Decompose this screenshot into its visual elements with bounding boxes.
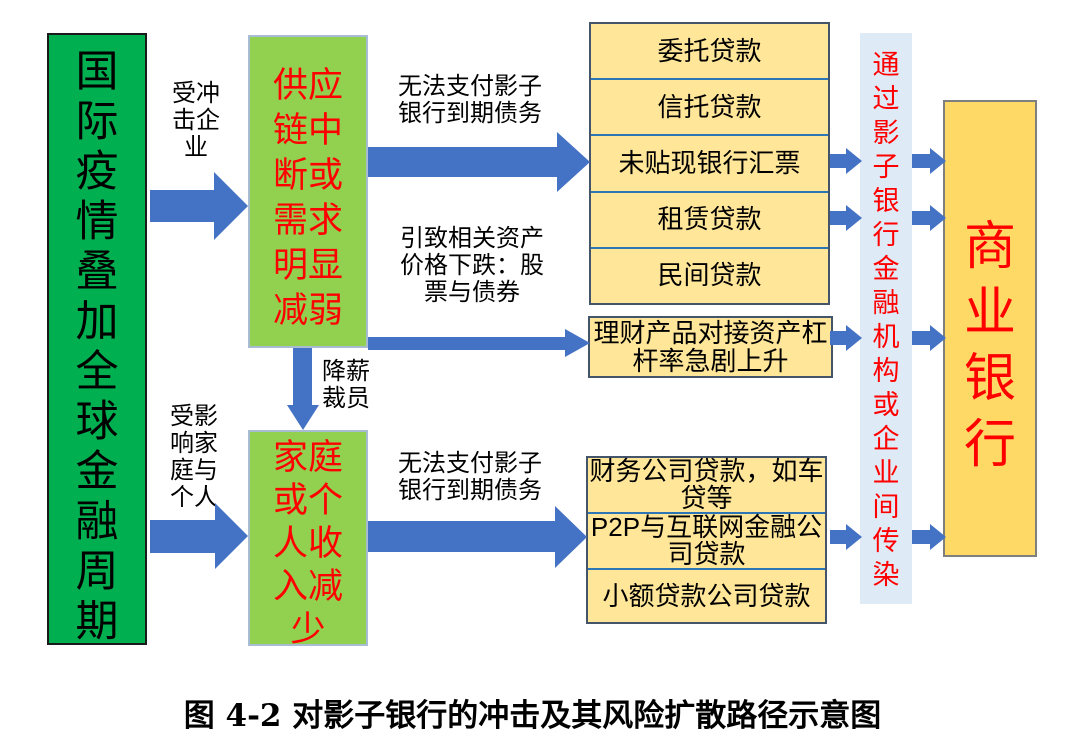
channel-p2p-internet-loans: P2P与互联网金融公 司贷款 (588, 512, 825, 568)
channel-microloan-company-loans: 小额贷款公司贷款 (588, 568, 825, 622)
household-channels-stack: 财务公司贷款，如车 贷等 P2P与互联网金融公 司贷款 小额贷款公司贷款 (586, 456, 827, 624)
household-income-box: 家庭 或个 人收 入减 少 (248, 430, 368, 649)
label-unable-pay-household: 无法支付影子 银行到期债务 (398, 450, 542, 504)
contagion-channel-strip: 通 过 影 子 银 行 金 融 机 构 或 企 业 间 传 染 (860, 33, 912, 604)
label-unable-pay-enterprise: 无法支付影子 银行到期债务 (398, 73, 542, 127)
enterprise-channels-stack: 委托贷款 信托贷款 未贴现银行汇票 租赁贷款 民间贷款 (589, 22, 830, 305)
channel-leasing-loans: 租赁贷款 (591, 190, 828, 247)
channel-entrusted-loans: 委托贷款 (657, 35, 762, 66)
source-box-pandemic-financial-cycle: 国 际 疫 情 叠 加 全 球 金 融 周 期 (47, 33, 147, 646)
supply-disruption-box: 供应 链中 断或 需求 明显 减弱 (248, 35, 368, 348)
channel-private-loans: 民间贷款 (591, 246, 828, 303)
label-affected-households: 受影 响家 庭与 个人 (170, 403, 218, 511)
channel-undiscounted-bills: 未贴现银行汇票 (591, 134, 828, 190)
channel-trust-loans: 信托贷款 (591, 78, 828, 134)
commercial-bank-box: 商 业 银 行 (943, 100, 1037, 557)
figure-caption: 图 4-2 对影子银行的冲击及其风险扩散路径示意图 (183, 698, 882, 734)
wealth-management-text: 理财产品对接资产杠 杆率急剧上升 (593, 318, 828, 376)
label-pay-cuts-layoffs: 降薪 裁员 (322, 358, 370, 412)
wealth-management-leverage-box: 理财产品对接资产杠 杆率急剧上升 (588, 316, 833, 378)
label-affected-enterprises: 受冲 击企 业 (172, 80, 220, 161)
label-asset-price-fall: 引致相关资产 价格下跌：股 票与债券 (400, 225, 544, 306)
channel-finance-company-loans: 财务公司贷款，如车 贷等 (589, 456, 824, 513)
